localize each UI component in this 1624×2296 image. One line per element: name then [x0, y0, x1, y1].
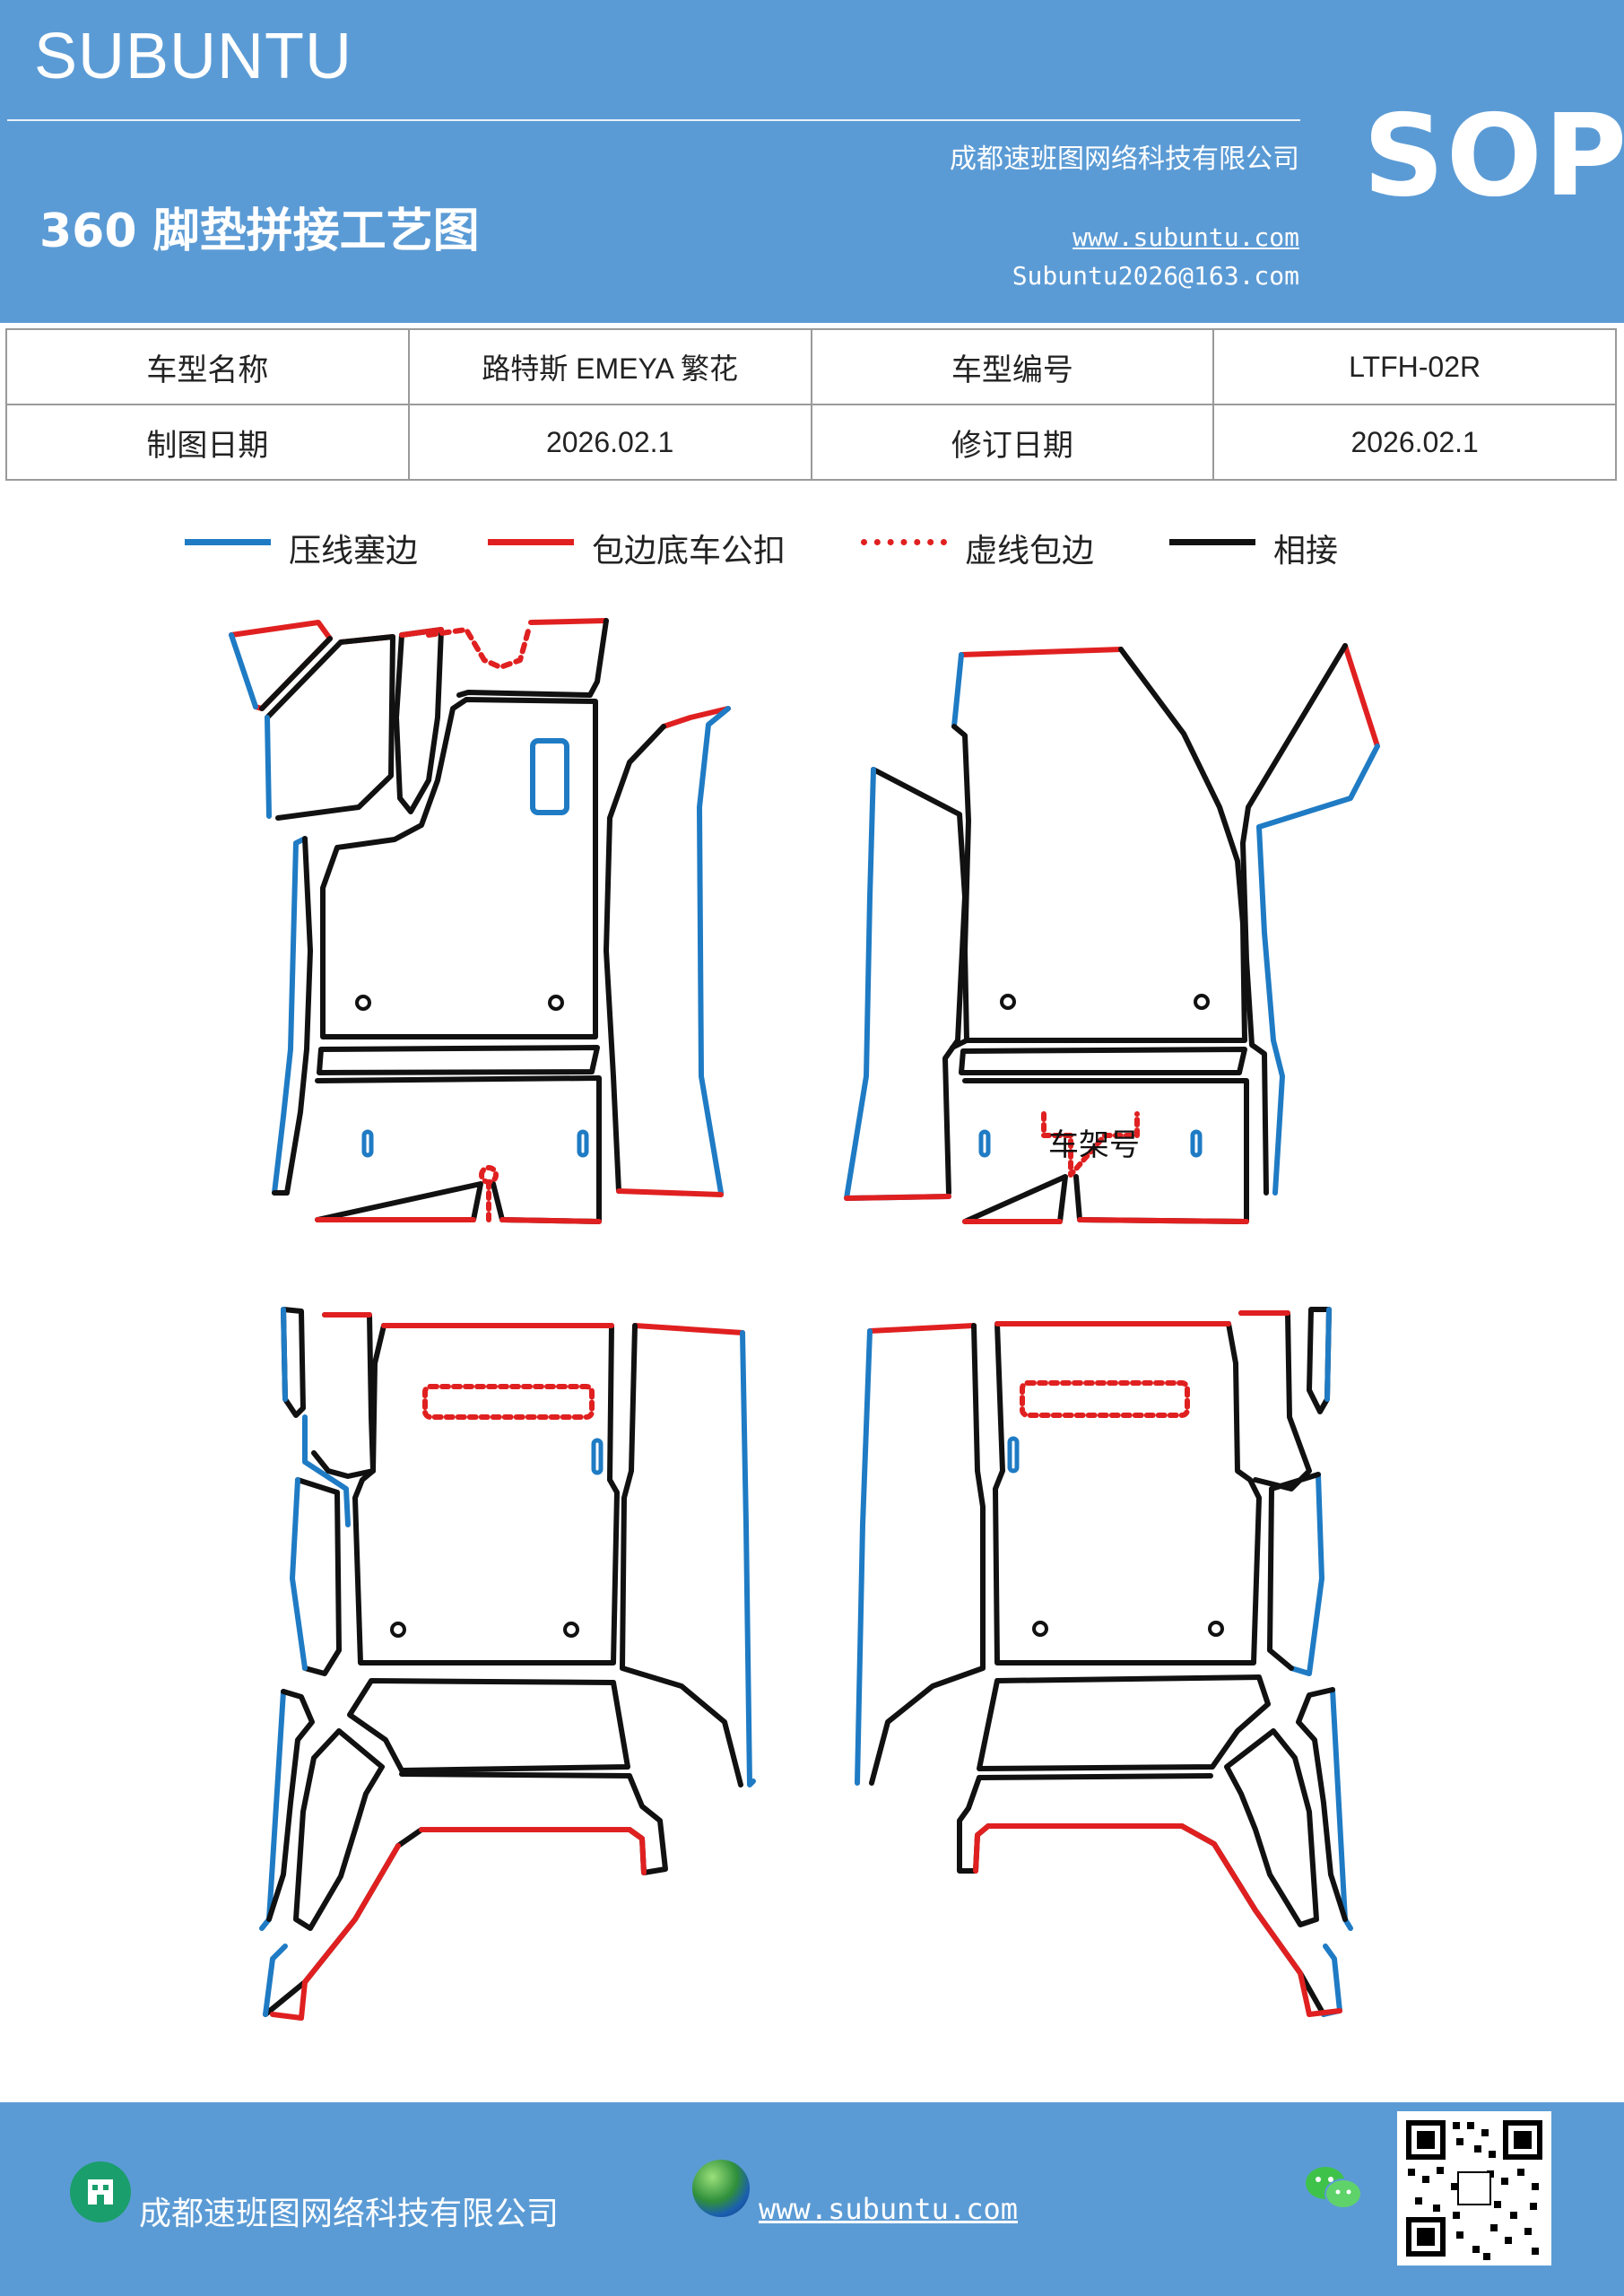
rear-right-mat	[855, 1307, 1353, 2017]
table-row: 车型名称 路特斯 EMEYA 繁花 车型编号 LTFH-02R	[5, 328, 1617, 405]
rear-left-mat	[259, 1307, 756, 2021]
legend-swatch-blue	[185, 539, 271, 545]
legend-swatch-black	[1169, 539, 1255, 545]
building-icon	[70, 2161, 131, 2222]
legend-label: 压线塞边	[289, 533, 419, 570]
header-divider	[7, 119, 1300, 121]
sop-badge: SOP	[1363, 90, 1624, 222]
header-banner: SUBUNTU 360 脚垫拼接工艺图 成都速班图网络科技有限公司 www.su…	[0, 0, 1624, 323]
brand-name: SUBUNTU	[34, 21, 353, 92]
legend-swatch-red-dotted	[861, 539, 947, 545]
revision-date-value: 2026.02.1	[1212, 404, 1617, 481]
qr-code	[1397, 2111, 1551, 2266]
front-right-mat	[844, 643, 1380, 1224]
frame-number-label: 车架号	[1048, 1127, 1140, 1163]
draw-date-label: 制图日期	[5, 404, 410, 481]
legend-label: 虚线包边	[965, 533, 1095, 570]
model-code-label: 车型编号	[810, 328, 1215, 405]
email-address: Subuntu2026@163.com	[1012, 261, 1299, 291]
vehicle-info-table: 车型名称 路特斯 EMEYA 繁花 车型编号 LTFH-02R 制图日期 202…	[5, 328, 1617, 481]
legend-label: 相接	[1273, 533, 1339, 570]
legend-swatch-red	[488, 539, 574, 545]
footer-company-name: 成都速班图网络科技有限公司	[139, 2196, 560, 2232]
table-row: 制图日期 2026.02.1 修订日期 2026.02.1	[5, 404, 1617, 481]
company-name: 成都速班图网络科技有限公司	[950, 144, 1299, 175]
revision-date-label: 修订日期	[810, 404, 1215, 481]
document-title: 360 脚垫拼接工艺图	[39, 204, 480, 258]
draw-date-value: 2026.02.1	[407, 404, 812, 481]
website-link[interactable]: www.subuntu.com	[1073, 222, 1299, 252]
wechat-icon[interactable]	[1302, 2161, 1365, 2215]
legend-label: 包边底车公扣	[592, 533, 786, 570]
footer-banner: 成都速班图网络科技有限公司 www.subuntu.com	[0, 2102, 1624, 2296]
footer-website-link[interactable]: www.subuntu.com	[759, 2192, 1018, 2226]
model-code-value: LTFH-02R	[1212, 328, 1617, 405]
front-left-mat	[229, 618, 731, 1224]
globe-icon	[692, 2160, 750, 2217]
model-name-label: 车型名称	[5, 328, 410, 405]
model-name-value: 路特斯 EMEYA 繁花	[407, 328, 812, 405]
